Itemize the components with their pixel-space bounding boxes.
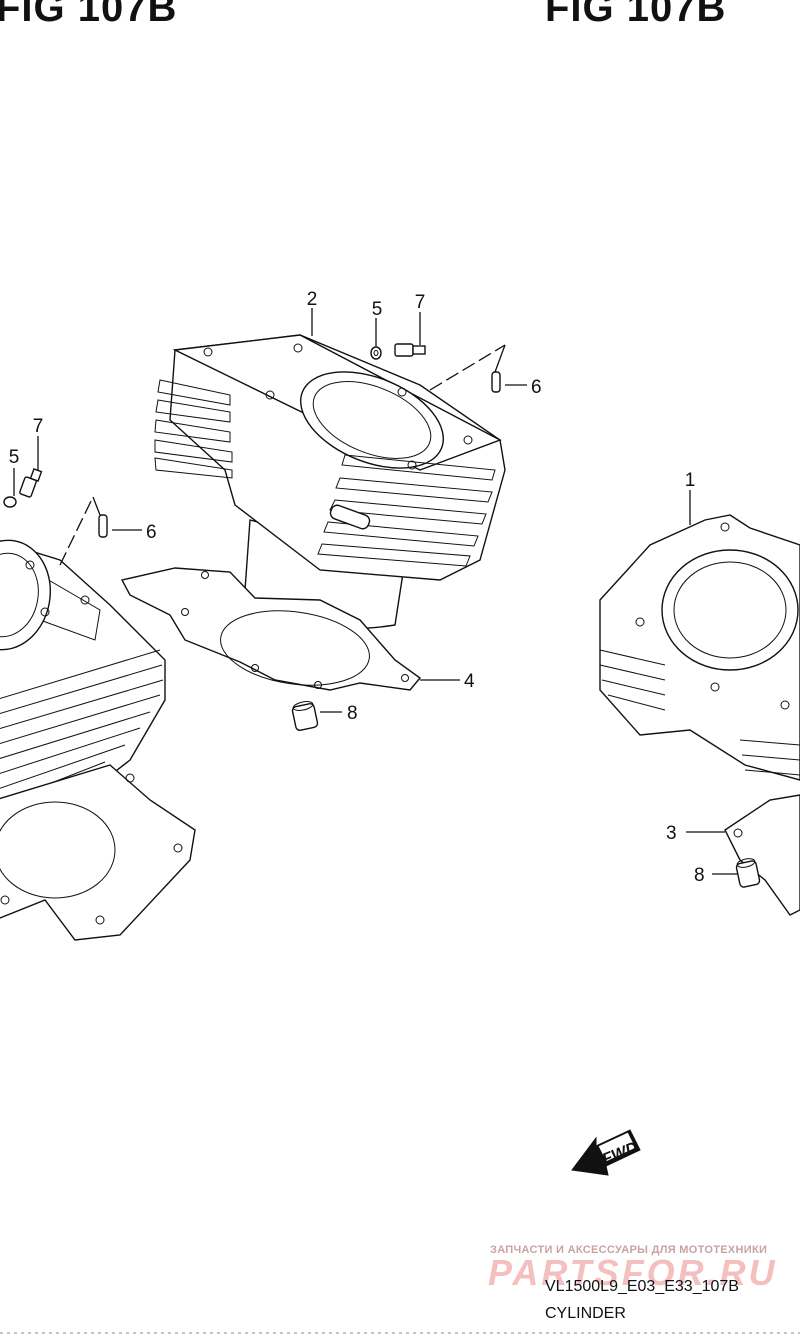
callout-5-left[interactable]: 5: [9, 447, 20, 468]
callout-4[interactable]: 4: [464, 671, 475, 692]
oil-jet-6-left[interactable]: [98, 514, 108, 538]
cylinder-rear-right-part-1[interactable]: [599, 514, 800, 781]
header-left-fragment: FIG 107B: [0, 0, 178, 30]
callout-6-left[interactable]: 6: [146, 522, 157, 543]
callout-7-left[interactable]: 7: [33, 416, 44, 437]
gasket-right-part-3[interactable]: [724, 794, 800, 916]
union-bolt-7-center[interactable]: [394, 343, 426, 357]
fwd-arrow-icon: FWD: [571, 1129, 641, 1176]
leader-lines: [13, 308, 737, 875]
washer-5-center[interactable]: [370, 346, 382, 360]
gasket-center-part-4[interactable]: [120, 567, 422, 694]
callout-3[interactable]: 3: [666, 823, 677, 844]
union-bolt-7-left[interactable]: [19, 468, 43, 498]
dowel-pin-8-right[interactable]: [735, 857, 761, 888]
callout-7-center[interactable]: 7: [415, 292, 426, 313]
watermark-tagline: ЗАПЧАСТИ И АКСЕССУАРЫ ДЛЯ МОТОТЕХНИКИ: [490, 1244, 768, 1256]
dowel-pin-8-center[interactable]: [291, 700, 319, 731]
callout-5-center[interactable]: 5: [372, 299, 383, 320]
callout-6-center[interactable]: 6: [531, 377, 542, 398]
watermark-site: PARTSFOR.RU: [488, 1252, 778, 1293]
diagram-title: CYLINDER: [545, 1305, 626, 1322]
diagram-code: VL1500L9_E03_E33_107B: [545, 1278, 739, 1295]
oil-jet-6-center[interactable]: [491, 371, 501, 393]
cylinder-front-part-2[interactable]: [154, 334, 506, 630]
callout-8-right[interactable]: 8: [694, 865, 705, 886]
callout-2[interactable]: 2: [307, 289, 318, 310]
washer-5-left[interactable]: [3, 496, 17, 508]
gasket-left-partial[interactable]: [0, 764, 196, 941]
header-right-fragment: FIG 107B: [545, 0, 727, 30]
callout-8-center[interactable]: 8: [347, 703, 358, 724]
callout-1[interactable]: 1: [685, 470, 696, 491]
